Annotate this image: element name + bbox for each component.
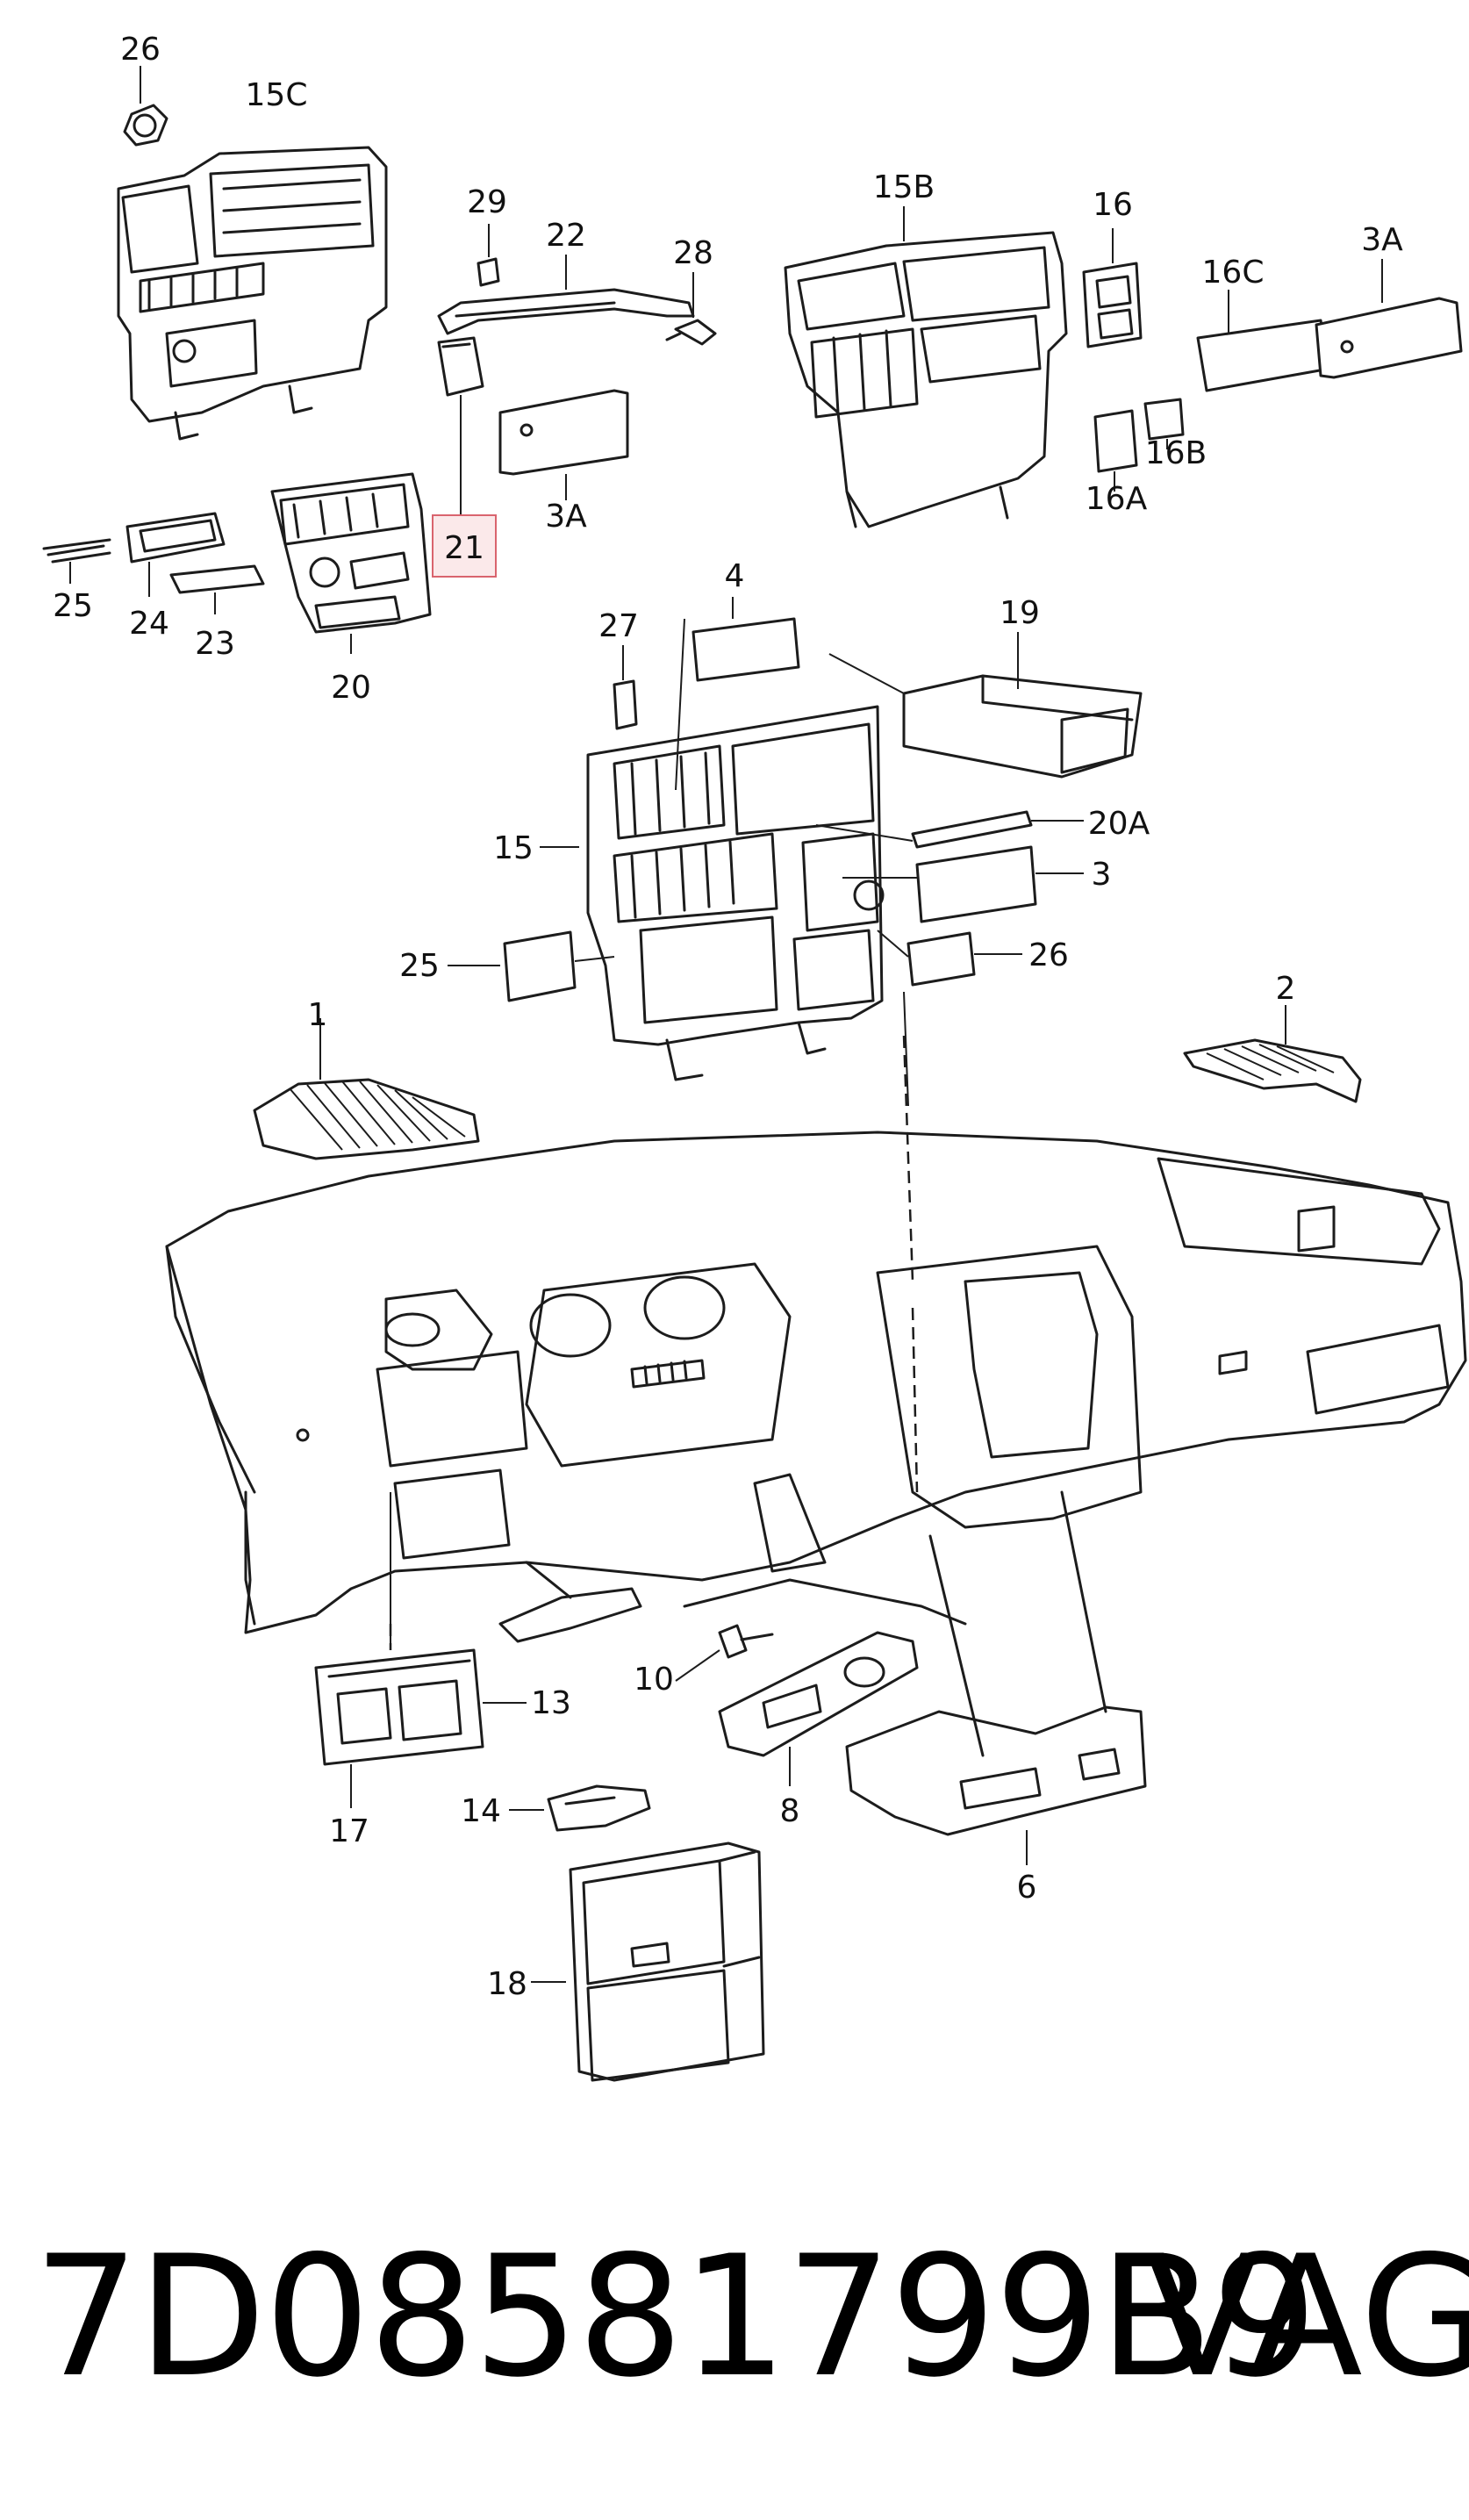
- callout-6: 6: [1017, 1870, 1037, 1906]
- part-14-latch: [509, 1784, 651, 1832]
- part-4-panel: [692, 597, 800, 682]
- callout-25-mid: 25: [399, 948, 440, 984]
- part-20a-strip: [911, 810, 1084, 849]
- callout-22: 22: [546, 218, 586, 254]
- part-17-frame: [314, 1492, 484, 1808]
- callout-2: 2: [1276, 971, 1296, 1007]
- exploded-parts-diagram: 26 15C 29 22 28 15B 16 16C 3A 21 3A 16B …: [42, 32, 1467, 2082]
- callout-16c: 16C: [1202, 255, 1265, 291]
- part-16b-switch: [1143, 398, 1185, 449]
- part-1-vent: [253, 1018, 480, 1160]
- callout-3: 3: [1092, 857, 1112, 893]
- callout-16: 16: [1093, 187, 1133, 223]
- part-22-rail: [437, 255, 695, 335]
- part-26-panel: [906, 931, 1022, 987]
- part-19-pocket: [902, 632, 1143, 779]
- callout-17: 17: [329, 1813, 369, 1849]
- callout-3a-top: 3A: [1361, 222, 1403, 258]
- callout-10: 10: [634, 1662, 674, 1698]
- callout-18: 18: [487, 1966, 527, 2002]
- part-3-panel: [915, 845, 1084, 923]
- part-25-panel: [448, 930, 577, 1002]
- part-8-panel: [718, 1631, 919, 1786]
- part-16a-switch: [1093, 409, 1138, 492]
- callout-16b: 16B: [1145, 435, 1207, 471]
- part-10-screw: [675, 1624, 774, 1682]
- part-15c-bracket: [117, 146, 388, 441]
- part-16c-panel: [1196, 290, 1331, 392]
- part-27-clip: [613, 645, 638, 730]
- callout-19: 19: [1000, 595, 1040, 631]
- part-21-switch: [437, 336, 484, 527]
- highlight-box-21: [432, 514, 497, 578]
- part-18-box: [531, 1842, 765, 2082]
- callout-29: 29: [467, 184, 507, 220]
- callout-14: 14: [461, 1793, 501, 1829]
- callout-26-top: 26: [120, 32, 161, 68]
- part-28-screw: [665, 272, 717, 346]
- part-24-tray: [125, 512, 226, 597]
- callout-27: 27: [598, 608, 639, 644]
- callout-24: 24: [129, 606, 169, 642]
- part-3a-panel-mid: [498, 389, 629, 500]
- callout-8: 8: [780, 1793, 800, 1829]
- callout-20a: 20A: [1088, 806, 1150, 842]
- part-lever: [498, 1561, 642, 1643]
- part-16-switch: [1082, 228, 1143, 348]
- callout-13: 13: [531, 1685, 571, 1721]
- callout-16a: 16A: [1086, 481, 1148, 517]
- callout-3a-mid: 3A: [545, 499, 587, 535]
- callout-26-mid: 26: [1028, 937, 1069, 973]
- part-29-clip: [477, 224, 500, 287]
- callout-4: 4: [725, 558, 745, 594]
- diagram-canvas: 26 15C 29 22 28 15B 16 16C 3A 21 3A 16B …: [42, 32, 1467, 2082]
- part-26-gasket: [123, 66, 168, 147]
- part-number-text: 7D08581799B9: [33, 2220, 1317, 2414]
- part-23-plate: [169, 564, 265, 614]
- part-15b-bracket: [784, 206, 1068, 528]
- leader-lines-center: [574, 618, 917, 1107]
- callout-1: 1: [308, 997, 328, 1033]
- callout-23: 23: [195, 626, 235, 662]
- callout-25-top: 25: [53, 588, 93, 624]
- part-2-vent: [1183, 1005, 1362, 1103]
- part-25-pin: [42, 538, 111, 584]
- part-dashboard: [165, 1131, 1467, 1634]
- callout-21: 21: [444, 530, 484, 566]
- callout-28: 28: [673, 235, 713, 271]
- part-20-frame: [270, 472, 432, 654]
- part-3a-panel-top: [1315, 259, 1463, 379]
- brand-text: VAG: [1145, 2220, 1469, 2414]
- part-15-console-frame: [540, 705, 885, 1081]
- callout-15: 15: [493, 830, 534, 866]
- callout-15c: 15C: [246, 77, 308, 113]
- callout-20: 20: [331, 670, 371, 706]
- callout-15b: 15B: [873, 169, 935, 205]
- part-6-console: [845, 1490, 1147, 1865]
